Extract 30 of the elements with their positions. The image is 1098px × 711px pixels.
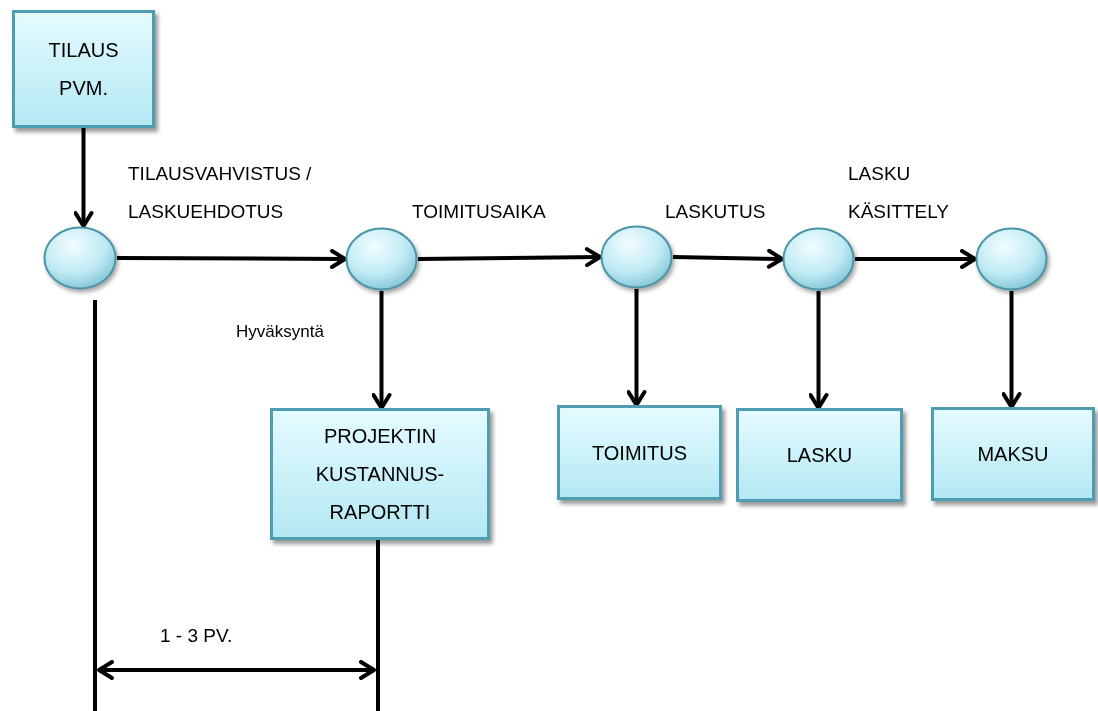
box-label: PROJEKTIN KUSTANNUS-RAPORTTI (314, 424, 446, 525)
process-box (270, 408, 490, 540)
arrow (117, 248, 347, 269)
arrow (808, 291, 829, 410)
process-box (931, 407, 1095, 501)
process-box (557, 405, 722, 500)
process-box (736, 408, 903, 502)
box-label: TILAUS PVM. (47, 38, 120, 101)
circle-node (345, 227, 418, 291)
arrow (417, 247, 602, 268)
box-label: MAKSU (977, 442, 1049, 467)
arrow (855, 249, 977, 269)
circle-node (600, 225, 673, 289)
dimension-label: 1 - 3 PV. (160, 624, 233, 648)
circle-node (975, 227, 1048, 291)
box-label: TOIMITUS (591, 440, 688, 466)
edge-label: TILAUSVAHVISTUS / LASKUEHDOTUS (128, 162, 313, 224)
arrow (1001, 291, 1022, 409)
edge-label: LASKUTUS (665, 200, 767, 224)
box-label: LASKU (786, 443, 853, 468)
circle-node (782, 227, 855, 291)
arrow (672, 248, 784, 269)
arrow (626, 289, 647, 407)
edge-label: TOIMITUSAIKA (412, 200, 547, 224)
arrow (73, 128, 94, 228)
process-box (12, 10, 155, 128)
circle-node (43, 226, 117, 290)
arrow (371, 291, 392, 410)
edge-label: Hyväksyntä (236, 321, 325, 343)
edge-label: LASKU KÄSITTELY (848, 162, 950, 224)
